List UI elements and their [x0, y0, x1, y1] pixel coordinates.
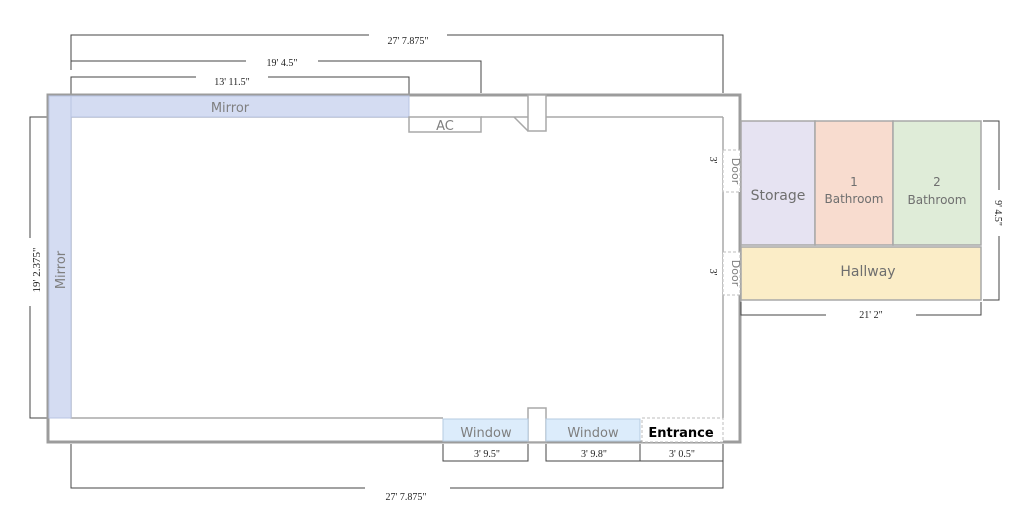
ac-label: AC — [436, 119, 454, 134]
dimension-annex-height-label: 9' 4.5" — [992, 200, 1003, 226]
ac-unit: AC — [408, 116, 482, 134]
window-1-label: Window — [460, 426, 512, 441]
dimension-entrance: 3' 0.5" — [640, 444, 724, 462]
door-2-width: 3' — [707, 269, 718, 276]
dimension-entrance-label: 3' 0.5" — [669, 449, 695, 460]
room-bathroom-2-label: Bathroom — [908, 193, 967, 207]
door-1-width: 3' — [707, 157, 718, 164]
room-hallway-label: Hallway — [840, 264, 895, 280]
mirror-left-label: Mirror — [54, 250, 69, 289]
window-1: Window — [442, 418, 529, 442]
window-2: Window — [545, 418, 641, 442]
dimension-left-height: 19' 2.375" — [29, 116, 48, 419]
room-bathroom-1-label: Bathroom — [825, 192, 884, 206]
room-storage-label: Storage — [751, 188, 806, 204]
dimension-left-height-label: 19' 2.375" — [31, 248, 43, 293]
bottom-pillar — [527, 407, 547, 443]
entrance-label: Entrance — [648, 426, 713, 441]
dimension-window-2: 3' 9.8" — [545, 444, 641, 462]
mirror-left: Mirror — [48, 95, 72, 419]
room-bathroom-1: 1 Bathroom — [814, 120, 894, 246]
dimension-top-total: 27' 7.875" — [70, 34, 724, 93]
dimension-bottom-total: 27' 7.875" — [70, 444, 724, 503]
mirror-top: Mirror — [70, 95, 410, 118]
room-hallway: Hallway — [740, 246, 982, 301]
entrance: Entrance — [641, 417, 724, 443]
dimension-bottom-total-label: 27' 7.875" — [386, 492, 427, 503]
door-2: Door 3' — [707, 251, 742, 296]
dimension-annex-height: 9' 4.5" — [983, 120, 1003, 301]
dimension-top-mid: 19' 4.5" — [70, 58, 482, 93]
door-1-label: Door — [729, 158, 742, 185]
top-pillar — [513, 94, 547, 132]
door-2-label: Door — [729, 260, 742, 287]
room-bathroom-1-number: 1 — [850, 175, 858, 189]
room-bathroom-2: 2 Bathroom — [892, 120, 982, 246]
dimension-window-2-label: 3' 9.8" — [581, 449, 607, 460]
mirror-top-label: Mirror — [211, 101, 250, 116]
door-1: Door 3' — [707, 149, 742, 193]
room-bathroom-2-number: 2 — [933, 175, 941, 189]
dimension-top-total-label: 27' 7.875" — [388, 36, 429, 47]
room-storage: Storage — [740, 120, 816, 246]
dimension-top-mid-label: 19' 4.5" — [267, 58, 298, 69]
dimension-hallway-width-label: 21' 2" — [859, 310, 882, 321]
dimension-top-inner-label: 13' 11.5" — [214, 77, 250, 88]
dimension-top-inner: 13' 11.5" — [70, 76, 410, 95]
window-2-label: Window — [567, 426, 619, 441]
dimension-window-1-label: 3' 9.5" — [474, 449, 500, 460]
main-room-inner-wall — [70, 117, 724, 419]
dimension-window-1: 3' 9.5" — [442, 444, 529, 462]
main-room-outer-wall — [46, 93, 742, 444]
dimension-hallway-width: 21' 2" — [740, 302, 982, 321]
